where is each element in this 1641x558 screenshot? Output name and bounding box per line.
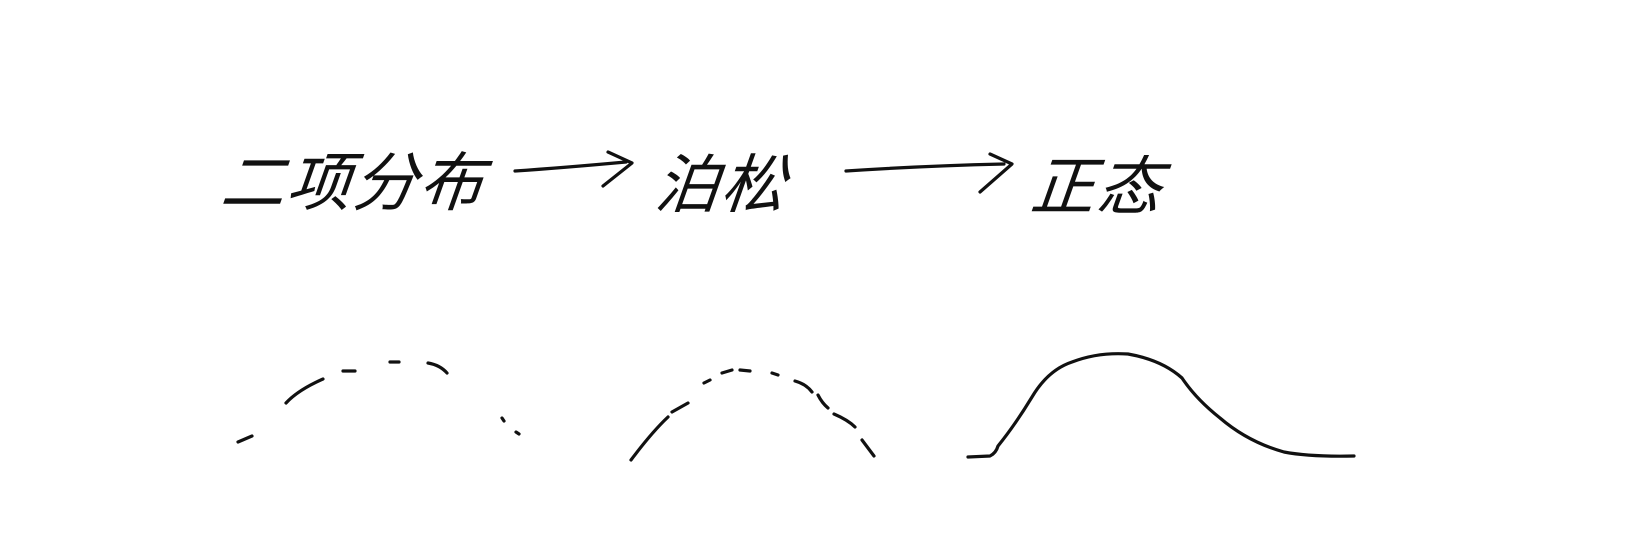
poisson-dashed-curve	[629, 368, 876, 462]
binomial-sparse-curve	[236, 360, 521, 444]
right-arrow-icon	[844, 152, 1014, 194]
normal-solid-curve	[966, 352, 1356, 459]
right-arrow-icon	[513, 150, 634, 188]
